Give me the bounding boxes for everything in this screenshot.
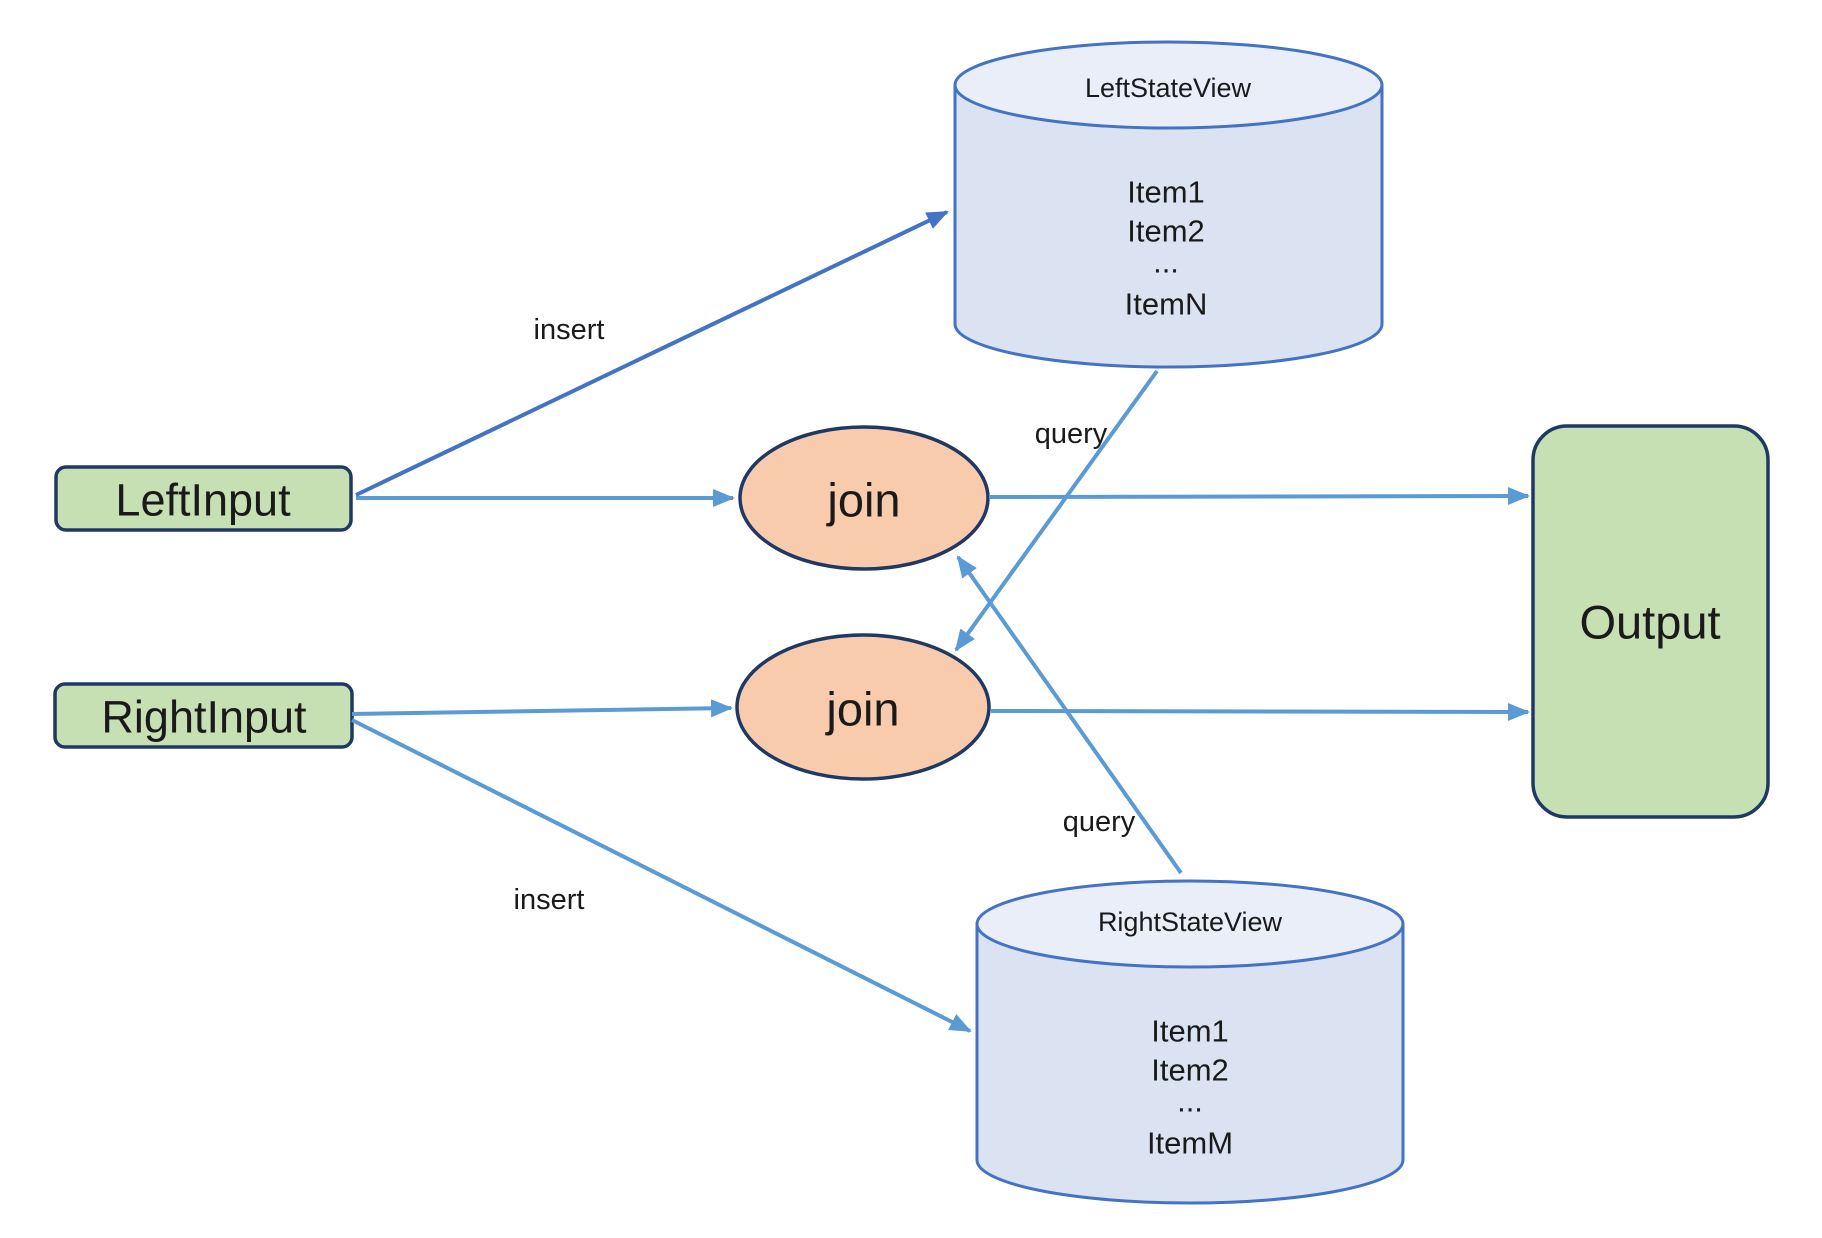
- right-state-view-item-ellipsis: ...: [1177, 1084, 1203, 1119]
- output-node: Output: [1531, 424, 1770, 819]
- left-state-view-cylinder-top: [953, 40, 1384, 130]
- left-input-node: LeftInput: [54, 465, 353, 532]
- join-bottom-label: join: [824, 683, 899, 736]
- join-bottom-node: join: [735, 633, 991, 781]
- right-state-view-cylinder-body: [975, 924, 1405, 1205]
- output-box: [1531, 424, 1770, 819]
- join-top-node: join: [738, 425, 990, 571]
- edge-right-input-to-join-bottom: [351, 699, 733, 718]
- right-state-view-node: RightStateView Item1 Item2 ... ItemM: [975, 879, 1405, 1205]
- right-state-view-title: RightStateView: [1098, 907, 1283, 937]
- edge-join-top-to-output: [988, 487, 1530, 506]
- edge-join-bottom-to-output: [990, 702, 1530, 721]
- left-state-view-title: LeftStateView: [1085, 73, 1252, 103]
- join-top-ellipse: [738, 425, 990, 571]
- right-input-box: [53, 682, 354, 749]
- left-input-label: LeftInput: [115, 475, 291, 526]
- right-input-node: RightInput: [53, 682, 354, 749]
- edge-label-query-top: query: [1035, 418, 1108, 450]
- left-state-view-item: Item2: [1127, 214, 1205, 249]
- left-state-view-item-ellipsis: ...: [1153, 245, 1179, 280]
- left-state-view-item: Item1: [1127, 175, 1205, 210]
- join-top-label: join: [825, 474, 900, 527]
- output-label: Output: [1579, 596, 1720, 649]
- left-state-view-item: ItemN: [1125, 287, 1208, 322]
- edge-label-insert-right: insert: [514, 884, 585, 916]
- edge-left-input-to-left-state-insert: [355, 210, 949, 497]
- right-input-label: RightInput: [101, 692, 307, 743]
- edge-label-insert-left: insert: [534, 314, 605, 346]
- left-state-view-cylinder-body: [953, 85, 1384, 369]
- edge-right-input-to-right-state-insert: [351, 718, 972, 1033]
- right-state-view-item: Item1: [1151, 1014, 1229, 1049]
- left-input-box: [54, 465, 353, 532]
- left-state-view-node: LeftStateView Item1 Item2 ... ItemN: [953, 40, 1384, 369]
- right-state-view-item: Item2: [1151, 1053, 1229, 1088]
- edge-label-query-bottom: query: [1063, 806, 1136, 838]
- right-state-view-cylinder-top: [975, 879, 1405, 969]
- right-state-view-item: ItemM: [1147, 1126, 1233, 1161]
- join-bottom-ellipse: [735, 633, 991, 781]
- edge-right-state-to-join-top-query: [956, 555, 1183, 875]
